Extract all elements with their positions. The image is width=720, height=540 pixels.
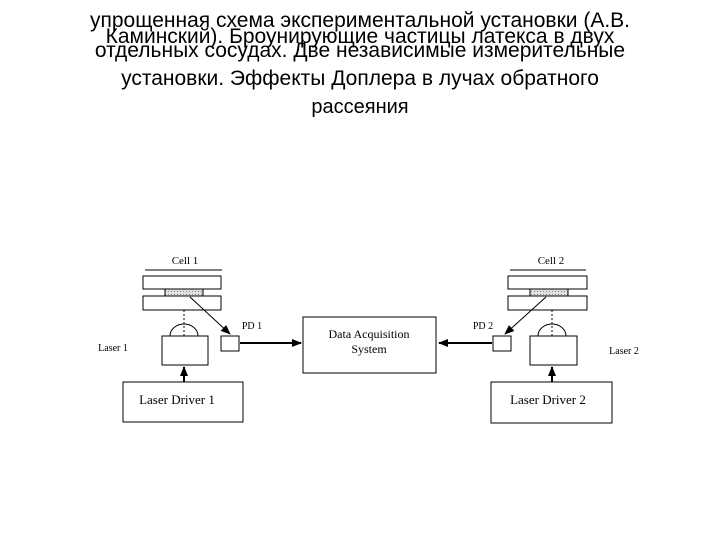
- title-line-3: отдельных сосудах. Две независимые измер…: [94, 39, 626, 62]
- laser-1-lens: [169, 323, 199, 337]
- cell-1-label: Cell 1: [172, 255, 199, 267]
- cell-1: [142, 275, 222, 311]
- laser-2-body: [529, 335, 578, 366]
- laser-driver-2-label: Laser Driver 2: [510, 392, 586, 407]
- laser-2-label: Laser 2: [609, 346, 639, 357]
- cell-1-sample: [164, 288, 204, 297]
- cell-1-lower-wall: [142, 295, 222, 311]
- laser-1-body: [161, 335, 209, 366]
- laser-2: [529, 310, 578, 366]
- title-line-5: рассеяния: [311, 96, 409, 118]
- daq-label-line-2: System: [351, 342, 387, 356]
- cell-2-sample: [529, 288, 569, 297]
- laser-1: [161, 310, 209, 366]
- slide-title: упрощенная схема экспериментальной устан…: [20, 9, 700, 119]
- pd-2-label: PD 2: [473, 321, 493, 332]
- laser-driver-2: [490, 381, 613, 424]
- cell-2-lower-wall: [507, 295, 588, 311]
- title-line-2: Каминский). Броунирующие частицы латекса…: [105, 25, 615, 48]
- scatter-arrow-1: [189, 296, 231, 335]
- title-line-1: упрощенная схема экспериментальной устан…: [89, 9, 631, 32]
- pd-1-label: PD 1: [242, 321, 262, 332]
- cell-2: [507, 275, 588, 311]
- cell-2-upper-wall: [507, 275, 588, 290]
- laser-2-lens: [537, 323, 567, 337]
- scatter-arrow-2: [504, 296, 547, 335]
- title-line-4: установки. Эффекты Доплера в лучах обрат…: [121, 67, 599, 90]
- data-acquisition-system: [302, 316, 437, 374]
- cell-2-label: Cell 2: [538, 255, 565, 267]
- cell-1-upper-wall: [142, 275, 222, 290]
- laser-driver-1: [122, 381, 244, 423]
- photodiode-2: [492, 335, 512, 352]
- laser-driver-1-label: Laser Driver 1: [139, 392, 215, 407]
- daq-label-line-1: Data Acquisition: [329, 327, 410, 341]
- photodiode-1: [220, 335, 240, 352]
- laser-1-label: Laser 1: [98, 343, 128, 354]
